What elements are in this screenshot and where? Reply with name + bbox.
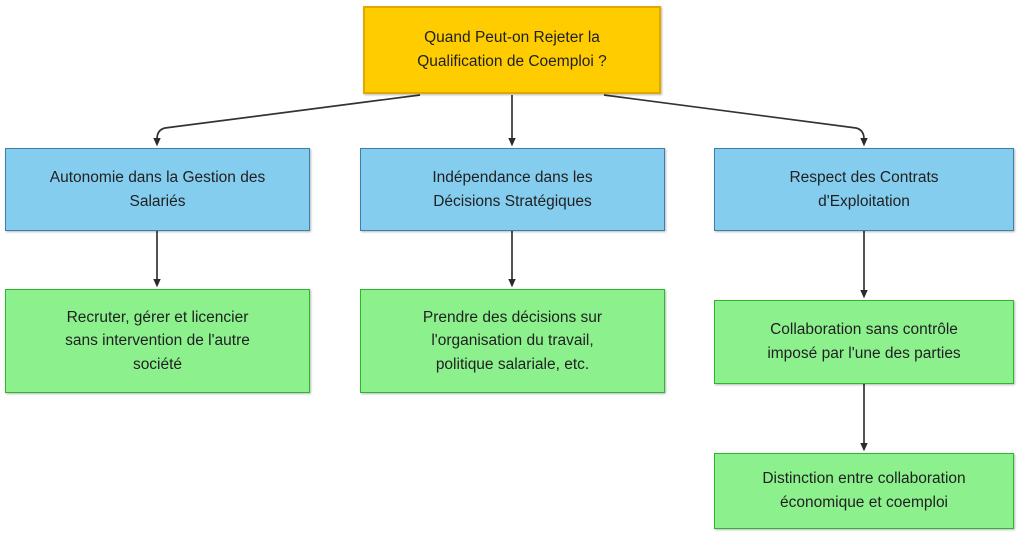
node-leaf-decisions-label: Prendre des décisions sur l'organisation…: [422, 308, 603, 373]
node-leaf-recruter[interactable]: Recruter, gérer et licencier sans interv…: [5, 289, 310, 393]
node-leaf-collaboration-label: Collaboration sans contrôle imposé par l…: [767, 321, 961, 362]
edge-root-to-branch-right: [603, 94, 868, 147]
node-leaf-collaboration[interactable]: Collaboration sans contrôle imposé par l…: [714, 300, 1014, 384]
node-leaf-distinction[interactable]: Distinction entre collaboration économiq…: [714, 453, 1014, 529]
node-leaf-distinction-label: Distinction entre collaboration économiq…: [762, 470, 966, 511]
node-root[interactable]: Quand Peut-on Rejeter la Qualification d…: [363, 6, 661, 94]
node-branch-autonomie-label: Autonomie dans la Gestion des Salariés: [49, 168, 266, 210]
node-branch-autonomie[interactable]: Autonomie dans la Gestion des Salariés: [5, 148, 310, 231]
node-root-label: Quand Peut-on Rejeter la Qualification d…: [417, 29, 607, 70]
edge-root-to-branch-left: [153, 94, 421, 147]
node-branch-independance[interactable]: Indépendance dans les Décisions Stratégi…: [360, 148, 665, 231]
node-branch-contrats[interactable]: Respect des Contrats d'Exploitation: [714, 148, 1014, 231]
node-leaf-recruter-label: Recruter, gérer et licencier sans interv…: [65, 308, 250, 373]
node-branch-independance-label: Indépendance dans les Décisions Stratégi…: [432, 168, 593, 210]
node-leaf-decisions[interactable]: Prendre des décisions sur l'organisation…: [360, 289, 665, 393]
node-branch-contrats-label: Respect des Contrats d'Exploitation: [789, 168, 939, 210]
